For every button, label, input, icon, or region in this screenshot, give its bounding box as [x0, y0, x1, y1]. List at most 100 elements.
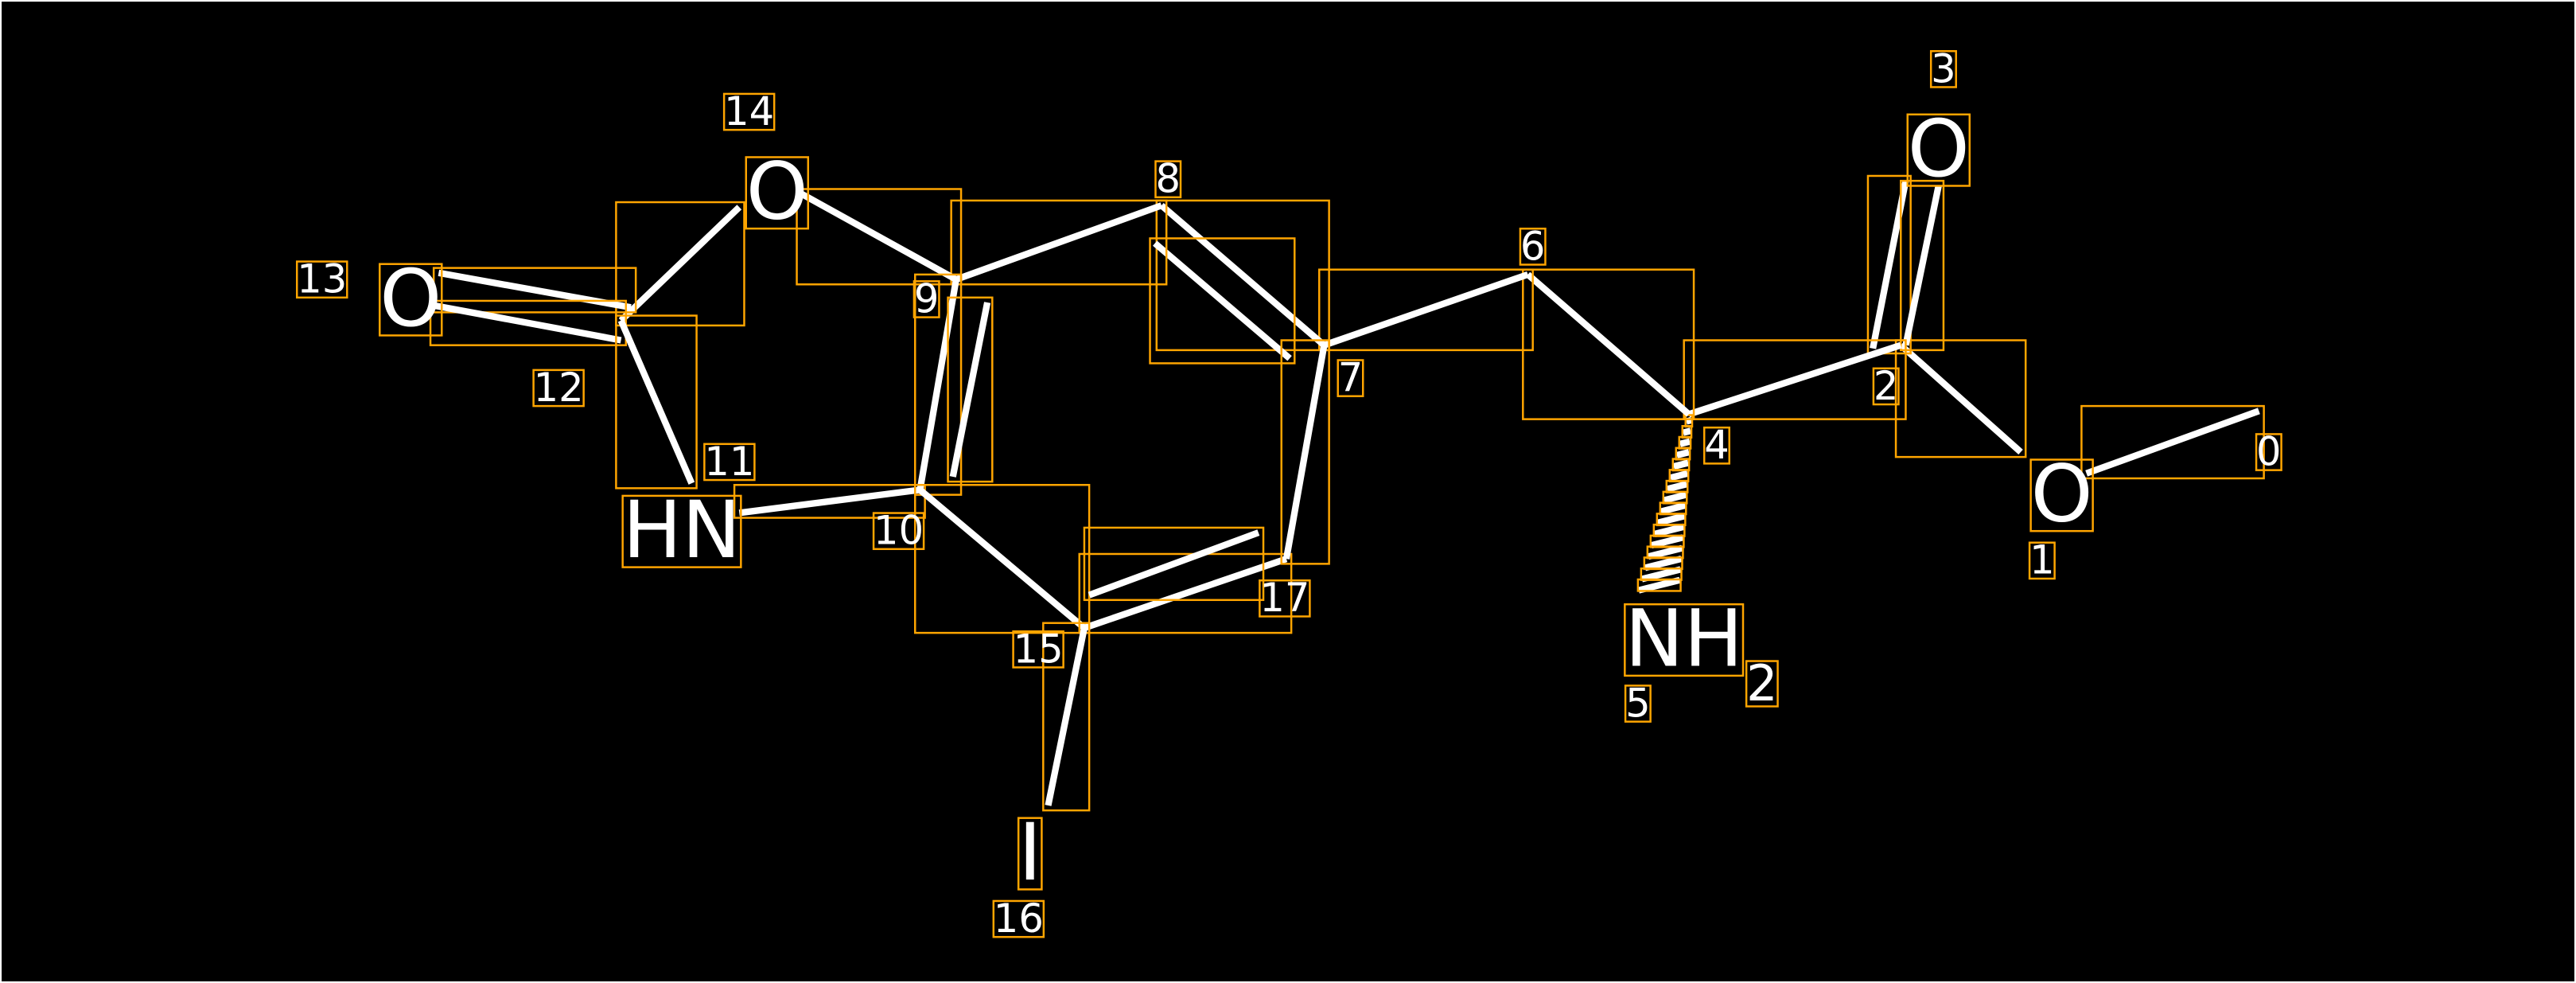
double-bond-line-7-8	[1153, 240, 1292, 361]
hash-wedge-bond-4-5	[1647, 544, 1683, 560]
bond-12-11	[617, 319, 695, 485]
double-bond-line-2-3	[1902, 185, 1942, 346]
bond-box-10-9	[913, 273, 963, 496]
bond-9-14	[800, 191, 958, 283]
bond-box-17-7	[1280, 339, 1330, 565]
bond-box-7-8	[1149, 237, 1296, 365]
bond-12-13	[438, 269, 632, 311]
hash-wedge-bond-4-5	[1650, 534, 1684, 549]
index-box-4	[1702, 426, 1730, 465]
bond-box-15-17	[1078, 552, 1293, 634]
bond-box-10-15	[913, 484, 1091, 634]
double-bond-line-10-9	[949, 302, 991, 478]
hash-wedge-bond-4-5	[1660, 502, 1687, 515]
bond-10-9	[916, 279, 959, 491]
bond-box-2-4	[1683, 339, 1907, 420]
atom-index-label-1: 1	[2029, 537, 2055, 583]
atom-symbol-11: HN	[623, 485, 741, 576]
bond-8-9	[955, 202, 1163, 283]
index-box-13	[295, 260, 348, 299]
index-box-6	[1519, 228, 1547, 266]
atom-index-label-7: 7	[1338, 355, 1364, 401]
hash-wedge-bond-4-5	[1672, 459, 1690, 470]
bond-box-6-7	[1317, 268, 1534, 352]
bond-14-12	[618, 205, 742, 323]
bond-box-14-12	[615, 201, 745, 327]
bond-box-11-10	[733, 483, 926, 519]
hash-wedge-bond-4-5	[1685, 416, 1692, 425]
bond-box-1-2	[1894, 339, 2027, 458]
atom-symbol-5: NH	[1625, 593, 1743, 685]
atom-subscript-5: 2	[1746, 654, 1777, 712]
hash-wedge-bond-4-5	[1682, 427, 1692, 436]
bond-box-2-3	[1866, 174, 1912, 355]
atom-symbol-16: I	[1018, 807, 1041, 899]
double-bond-line-12-13	[434, 302, 622, 344]
bond-box-10-9	[947, 296, 994, 483]
bond-4-6	[1525, 271, 1691, 417]
bond-box-9-14	[796, 188, 963, 286]
hash-wedge-bond-4-5	[1679, 438, 1691, 447]
bond-box-12-11	[615, 314, 698, 490]
index-box-10	[872, 512, 925, 551]
bond-17-7	[1282, 344, 1328, 560]
atom-box-13	[379, 263, 443, 337]
index-box-9	[912, 280, 940, 318]
subscript-box-5	[1745, 660, 1779, 708]
bond-15-17	[1083, 556, 1288, 631]
atom-index-label-6: 6	[1520, 223, 1546, 269]
bond-10-15	[917, 487, 1087, 631]
bond-box-15-17	[1083, 526, 1265, 602]
hash-wedge-bond-4-5	[1656, 513, 1686, 526]
atom-index-label-5: 5	[1625, 680, 1651, 726]
index-box-0	[2255, 433, 2282, 471]
atom-index-label-13: 13	[297, 256, 347, 302]
hash-wedge-bond-4-5	[1663, 491, 1687, 504]
atom-index-label-14: 14	[724, 88, 774, 135]
index-box-17	[1259, 579, 1311, 618]
bond-box-2-3	[1900, 179, 1945, 352]
atom-index-label-16: 16	[994, 895, 1044, 942]
bond-2-4	[1687, 341, 1902, 418]
bond-15-16	[1045, 627, 1088, 806]
atom-index-label-15: 15	[1014, 626, 1064, 672]
index-box-14	[722, 92, 776, 131]
hash-wedge-bond-4-5	[1640, 566, 1682, 583]
hash-segment-box	[1636, 578, 1682, 592]
atom-index-label-4: 4	[1704, 422, 1730, 468]
bond-1-2	[1898, 342, 2023, 455]
bond-box-12-13	[432, 267, 637, 314]
bond-box-4-6	[1522, 268, 1695, 420]
atom-index-label-17: 17	[1259, 575, 1309, 621]
hash-wedge-bond-4-5	[1675, 449, 1691, 458]
hash-wedge-bond-4-5	[1666, 481, 1688, 493]
index-box-3	[1929, 49, 1957, 88]
bond-box-8-9	[950, 199, 1168, 286]
atom-box-1	[2029, 458, 2094, 532]
atom-symbol-1: O	[2031, 449, 2093, 540]
atom-index-label-9: 9	[914, 275, 940, 322]
bond-box-12-13	[429, 299, 628, 346]
index-box-12	[532, 369, 585, 408]
atom-symbol-14: O	[746, 146, 808, 238]
index-box-16	[992, 899, 1045, 938]
bond-6-7	[1323, 271, 1529, 349]
atom-box-5	[1624, 603, 1745, 677]
index-box-8	[1154, 160, 1182, 199]
atom-index-label-8: 8	[1155, 156, 1181, 202]
atom-index-label-11: 11	[704, 439, 754, 485]
atom-index-label-0: 0	[2256, 428, 2282, 474]
atom-box-3	[1906, 113, 1971, 187]
atom-index-label-10: 10	[874, 508, 924, 554]
index-box-5	[1624, 685, 1652, 723]
hash-wedge-bond-4-5	[1653, 523, 1685, 537]
atom-index-label-12: 12	[534, 365, 584, 411]
index-box-15	[1012, 630, 1064, 669]
bond-0-1	[2085, 408, 2260, 477]
hash-wedge-bond-4-5	[1637, 576, 1681, 594]
atom-index-label-2: 2	[1874, 363, 1899, 409]
atom-symbol-13: O	[379, 253, 442, 345]
bond-box-7-8	[1155, 199, 1330, 352]
